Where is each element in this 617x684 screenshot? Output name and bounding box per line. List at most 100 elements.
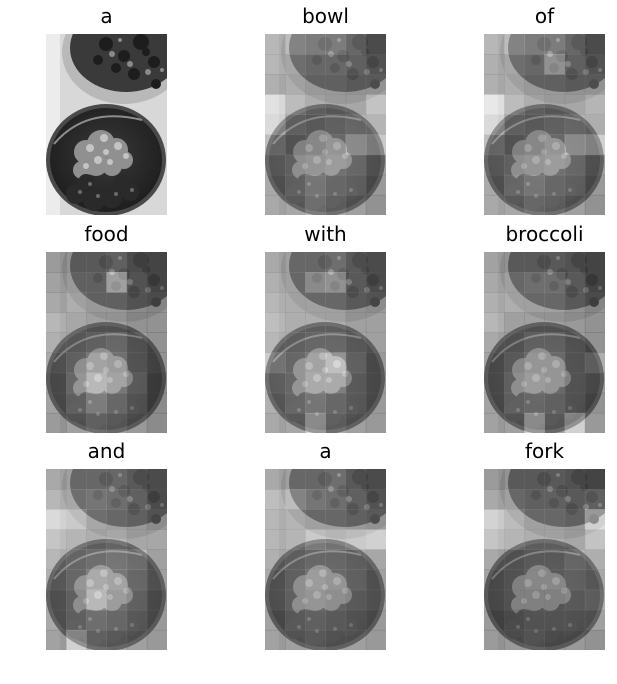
attention-cell [504,194,525,215]
attention-cell [285,134,306,156]
attention-cell [345,332,367,354]
attention-cell [305,252,326,273]
attention-cell [544,312,566,333]
attention-cell [106,609,128,631]
attention-cell [584,174,605,196]
attention-cell [564,372,586,394]
attention-cell [126,412,148,433]
attention-cell [285,469,306,490]
attention-cell [305,194,326,215]
attention-cell [285,94,306,115]
attention-cell [66,332,87,354]
attention-cell [365,174,386,196]
attention-panel [484,252,605,433]
attention-cell [325,312,347,333]
attention-cell [524,134,545,156]
panel-title: a [100,4,113,28]
attention-cell [305,74,326,95]
attention-cell [484,509,505,530]
attention-cell [46,629,67,650]
attention-cell [345,372,367,394]
attention-cell [66,529,87,550]
attention-cell [345,312,367,333]
attention-cell [365,194,386,215]
attention-cell [504,392,525,414]
attention-panel [46,252,167,433]
attention-cell [584,529,605,550]
attention-cell [126,352,148,374]
attention-cell [325,509,347,530]
attention-cell [146,469,167,490]
attention-cell [365,529,386,550]
attention-cell [265,34,286,55]
attention-cell [46,569,67,591]
attention-cell [524,589,545,611]
attention-cell [484,529,505,550]
attention-cell [365,74,386,95]
attention-cell [106,529,128,550]
attention-panel [265,34,386,215]
attention-cell [265,312,286,333]
attention-cell [265,332,286,354]
attention-cell [365,412,386,433]
attention-cell [584,134,605,156]
attention-cell [504,529,525,550]
attention-cell [146,332,167,354]
attention-cell [265,292,286,313]
attention-cell [66,589,87,611]
attention-cell [504,312,525,333]
attention-cell [564,312,586,333]
attention-cell [365,34,386,55]
attention-cell [544,352,566,374]
attention-cell [564,549,586,571]
attention-cell [86,529,107,550]
attention-cell [66,312,87,333]
attention-cell [325,194,347,215]
attention-cell [86,412,107,433]
attention-cell [504,469,525,490]
attention-cell [484,74,505,95]
attention-cell [146,352,167,374]
attention-cell [325,529,347,550]
attention-cell [46,392,67,414]
attention-cell [524,94,545,115]
panel-title: fork [524,439,565,463]
attention-cell [365,154,386,176]
attention-cell [285,529,306,550]
attention-cell [544,252,566,273]
attention-cell [66,372,87,394]
attention-cell [504,74,525,95]
attention-cell [365,252,386,273]
attention-cell [285,174,306,196]
attention-cell [524,74,545,95]
attention-cell [524,489,545,510]
attention-cell [345,412,367,433]
attention-cell [305,609,326,631]
attention-cell [285,292,306,313]
attention-cell [365,332,386,354]
attention-cell [305,629,326,650]
attention-cell [345,252,367,273]
attention-cell [86,272,107,293]
attention-cell [564,94,586,115]
attention-cell [524,174,545,196]
attention-cell [544,332,566,354]
attention-cell [365,392,386,414]
attention-cell [305,174,326,196]
attention-cell [484,94,505,115]
attention-cell [584,292,605,313]
attention-cell [504,372,525,394]
attention-cell [265,469,286,490]
attention-cell [564,134,586,156]
attention-cell [106,292,128,313]
attention-cell [265,629,286,650]
attention-cell [584,272,605,293]
attention-cell [66,412,87,433]
attention-cell [544,114,566,136]
attention-cell [106,412,128,433]
attention-cell [564,629,586,650]
attention-cell [365,114,386,136]
attention-cell [564,589,586,611]
attention-cell [126,589,148,611]
attention-cell [46,469,67,490]
